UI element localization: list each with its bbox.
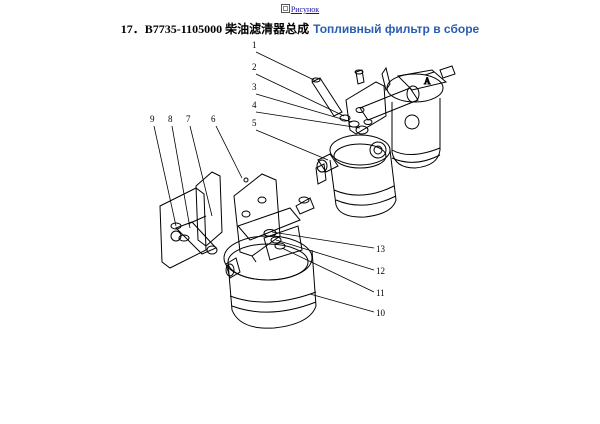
callout-12: 12 [376, 266, 385, 276]
callout-13: 13 [376, 244, 386, 254]
upper-assembly: A [311, 65, 456, 218]
lower-canister [227, 249, 317, 329]
upper-head-front [329, 134, 391, 166]
callout-2: 2 [252, 62, 257, 72]
upper-canister-front [329, 149, 397, 218]
callout-4: 4 [252, 100, 257, 110]
lower-assembly [159, 163, 327, 329]
callout-9: 9 [150, 114, 155, 124]
leader-lines [153, 51, 375, 313]
callout-5: 5 [252, 118, 257, 128]
nut-4 [355, 125, 369, 135]
plug-5 [317, 153, 339, 173]
callout-11: 11 [376, 288, 385, 298]
upper-head-back [386, 73, 444, 103]
upper-cross-pipe [359, 87, 419, 121]
bracket-9 [159, 187, 207, 269]
callout-6: 6 [211, 114, 216, 124]
part-code: 17．B7735-1105000 柴油滤清器总成 [120, 22, 310, 36]
washer-12 [270, 236, 282, 244]
callout-8: 8 [168, 114, 173, 124]
callout-7: 7 [186, 114, 191, 124]
image-icon [280, 4, 290, 13]
washer-2 [339, 114, 351, 122]
upper-bracket [345, 81, 387, 135]
mark-a: A [424, 76, 431, 86]
upper-canister-back [391, 98, 441, 169]
figure-link-label[interactable]: Рисунок [290, 5, 320, 14]
bracket-6 [233, 173, 281, 257]
washer-11 [274, 242, 286, 250]
bolt-1 [311, 77, 343, 117]
callout-1: 1 [252, 40, 257, 50]
callout-3: 3 [252, 82, 257, 92]
part-name-ru: Топливный фильтр в сборе [313, 22, 480, 36]
callout-labels: 1 2 3 4 5 6 7 8 9 10 11 12 13 [150, 40, 386, 318]
callout-10: 10 [376, 308, 386, 318]
figure-link[interactable]: Рисунок [0, 4, 600, 14]
bracket-arm-7 [195, 171, 223, 247]
